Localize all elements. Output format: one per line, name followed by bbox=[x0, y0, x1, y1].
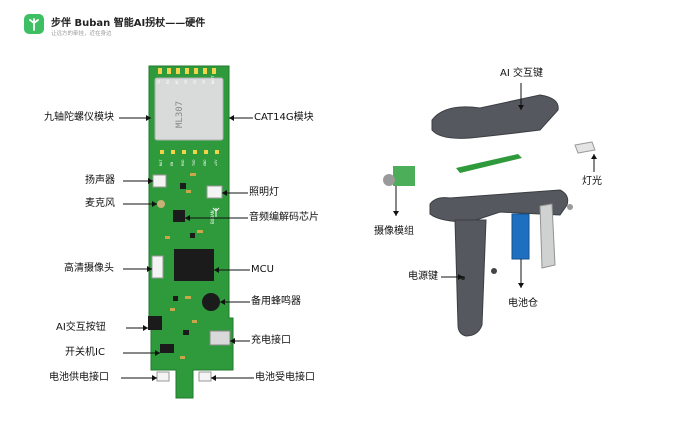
power-ic-label: 开关机IC bbox=[65, 347, 105, 358]
pin-label: RX bbox=[166, 79, 170, 84]
camera-module-label: 摄像模组 bbox=[374, 226, 414, 237]
buzzer-label: 备用蜂鸣器 bbox=[251, 296, 301, 307]
pin-label: IO bbox=[193, 80, 197, 84]
pin-label: GND bbox=[203, 160, 207, 167]
ai-button-label: AI交互按钮 bbox=[56, 322, 106, 333]
pin-label: TXD bbox=[192, 160, 196, 167]
pin-label: EN bbox=[170, 162, 174, 166]
pin-label: BAT bbox=[159, 159, 163, 166]
pin-label: +5V bbox=[214, 159, 218, 166]
mcu-label: MCU bbox=[251, 264, 274, 275]
battery-bay-label: 电池仓 bbox=[508, 298, 538, 309]
speaker-label: 扬声器 bbox=[85, 175, 115, 186]
power-key-label: 电源键 bbox=[408, 271, 438, 282]
chip-text: ML307 bbox=[175, 101, 185, 128]
logo-icon bbox=[24, 14, 44, 34]
battery-in-label: 电池受电接口 bbox=[255, 372, 315, 383]
lamp-label: 灯光 bbox=[582, 176, 602, 187]
codec-label: 音频编解码芯片 bbox=[249, 212, 319, 223]
brand-text: BUBAN bbox=[210, 210, 216, 224]
battery-out-label: 电池供电接口 bbox=[49, 372, 109, 383]
mic-label: 麦克风 bbox=[85, 198, 115, 209]
pin-label: IO bbox=[184, 80, 188, 84]
charge-port-label: 充电接口 bbox=[251, 335, 291, 346]
light-label: 照明灯 bbox=[249, 187, 279, 198]
ai-key-label: AI 交互键 bbox=[500, 68, 543, 79]
pin-label: BATT bbox=[211, 75, 215, 84]
pin-label: NC bbox=[175, 80, 179, 84]
camera-hd-label: 高清摄像头 bbox=[64, 263, 114, 274]
page-subtitle: 让远方的牵挂，近在身边 bbox=[51, 31, 112, 37]
gyro-label: 九轴陀螺仪模块 bbox=[44, 112, 114, 123]
page-title: 步伴 Buban 智能AI拐杖——硬件 bbox=[51, 18, 206, 29]
pin-label: IO bbox=[202, 80, 206, 84]
pin-label: RXD bbox=[181, 160, 185, 167]
cat1-label: CAT14G模块 bbox=[254, 112, 314, 123]
pin-label: TX bbox=[157, 79, 161, 84]
